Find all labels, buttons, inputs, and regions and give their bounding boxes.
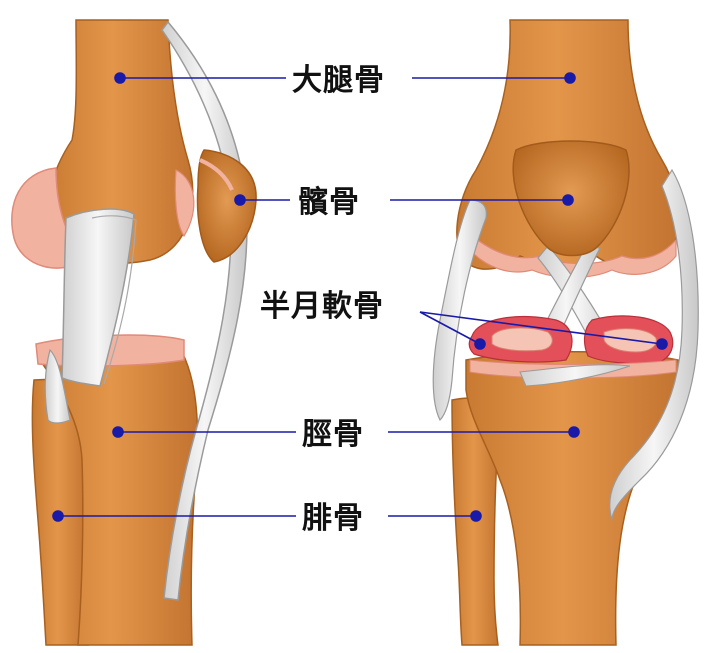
meniscus-dot-b <box>657 339 667 349</box>
fibula-dot-right <box>471 511 481 521</box>
label-fibula: 腓骨 <box>302 501 364 536</box>
meniscus-dot-a <box>475 339 485 349</box>
label-patella: 髕骨 <box>298 185 360 220</box>
tibia-front <box>466 352 681 645</box>
label-femur: 大腿骨 <box>292 63 385 98</box>
knee-side-view <box>12 20 256 645</box>
femur-dot-right <box>565 73 575 83</box>
label-tibia: 脛骨 <box>302 417 364 452</box>
tibia-dot-right <box>569 427 579 437</box>
labels: 大腿骨 髕骨 半月軟骨 脛骨 腓骨 <box>260 63 385 536</box>
tibia-dot-left <box>113 427 123 437</box>
patella-dot-left <box>235 195 245 205</box>
knee-front-view <box>433 20 698 645</box>
fibula-dot-left <box>53 511 63 521</box>
label-meniscus: 半月軟骨 <box>260 289 384 324</box>
patella-dot-right <box>563 195 573 205</box>
femur-dot-left <box>115 73 125 83</box>
